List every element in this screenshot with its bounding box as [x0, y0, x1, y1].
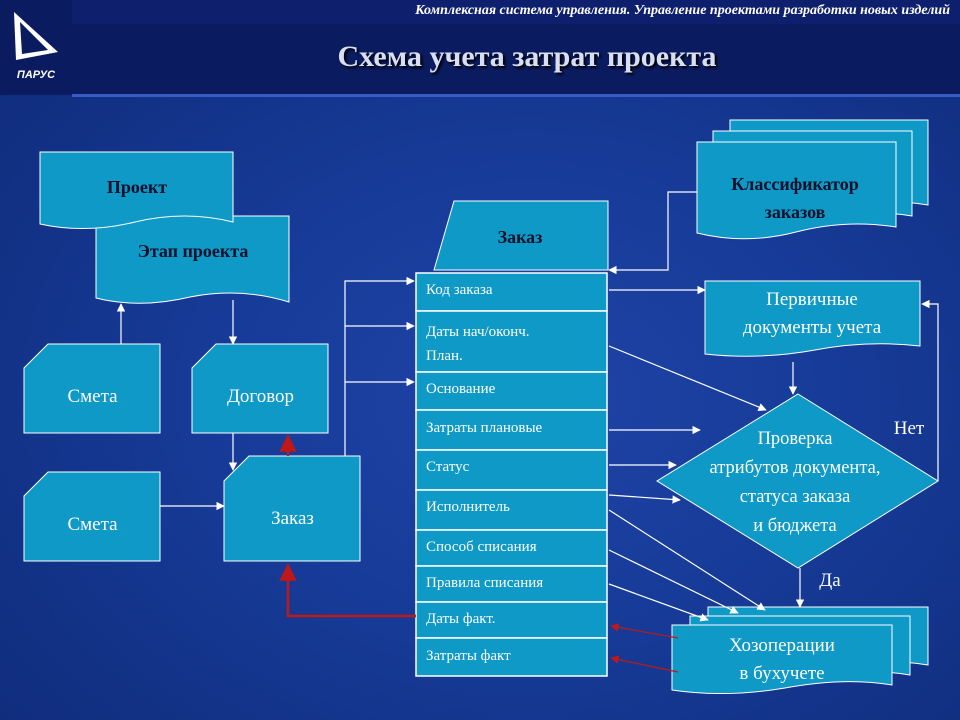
order-row-4-label: Затраты плановые	[426, 420, 543, 436]
operations-shape	[671, 624, 893, 695]
project-label: Проект	[106, 177, 168, 197]
logo: ПАРУС	[0, 0, 72, 95]
arrow-rules-to-operations	[608, 583, 709, 622]
classifier-shape	[696, 141, 897, 240]
arrow-performer-to-check	[608, 494, 681, 504]
order-row-7-label: Способ списания	[426, 539, 537, 555]
check-line-3: статуса заказа	[739, 487, 851, 507]
arrow-dates-to-check	[608, 345, 767, 412]
estimate-2-label: Смета	[67, 514, 118, 535]
classifier-label-line-1: Классификатор	[731, 174, 859, 194]
contract-label: Договор	[226, 386, 295, 407]
header-subtitle: Комплексная система управления. Управлен…	[415, 3, 950, 18]
order-row-3-box	[415, 371, 608, 411]
order-row-2-box	[415, 310, 608, 373]
order-row-8-box	[415, 565, 608, 603]
order-row-5-label: Статус	[426, 459, 470, 475]
order-small-shape	[223, 455, 361, 562]
order-row-10-box	[415, 637, 608, 677]
operations-line-1: Хозоперации	[729, 635, 835, 656]
logo-text: ПАРУС	[17, 69, 56, 81]
project-shape	[39, 151, 234, 229]
red-arrow-dates-fact-to-order	[279, 563, 416, 618]
order-header-label: Заказ	[497, 227, 543, 247]
page-title: Схема учета затрат проекта	[337, 40, 717, 73]
estimate-1-shape	[23, 343, 161, 434]
order-row-1-box	[415, 272, 608, 312]
order-row-2-line-2: План.	[426, 348, 463, 364]
order-table	[415, 272, 608, 677]
operations-line-2: в бухучете	[739, 663, 825, 684]
arrow-check-no-to-primary	[921, 299, 939, 481]
order-row-9-box	[415, 601, 608, 639]
estimate-2-shape	[23, 471, 161, 562]
check-label: Проверка атрибутов документа, статуса за…	[670, 425, 920, 541]
primary-docs-shape	[704, 280, 921, 357]
operations-label: Хозоперации в бухучете	[682, 632, 882, 688]
classifier-label-line-2: заказов	[764, 202, 826, 222]
check-diamond	[656, 393, 939, 569]
arrow-classifier-to-table	[608, 191, 697, 275]
arrow-exec-to-operations	[608, 509, 766, 611]
order-row-3-label: Основание	[426, 381, 496, 397]
order-small-label: Заказ	[271, 508, 314, 529]
order-row-9-label: Даты факт.	[426, 611, 496, 627]
estimate-1-label: Смета	[67, 386, 118, 407]
order-row-6-label: Исполнитель	[426, 499, 510, 515]
project-stage-label: Этап проекта	[137, 241, 249, 261]
order-row-2-label: Даты нач/оконч. План.	[426, 320, 530, 368]
primary-docs-line-2: документы учета	[742, 317, 882, 338]
sail-logo-icon: ПАРУС	[14, 12, 58, 81]
order-row-5-box	[415, 449, 608, 491]
order-row-2-line-1: Даты нач/оконч.	[426, 324, 530, 340]
yes-label: Да	[819, 570, 841, 591]
order-row-6-box	[415, 489, 608, 531]
red-arrow-ops-to-dates-fact	[610, 623, 679, 639]
order-row-7-box	[415, 529, 608, 567]
red-arrow-ops-to-costs-fact	[610, 655, 679, 673]
order-header-shape	[433, 200, 609, 271]
order-row-8-label: Правила списания	[426, 575, 544, 591]
order-row-1-label: Код заказа	[426, 282, 493, 298]
primary-docs-label: Первичные документы учета	[712, 286, 912, 342]
arrow-order-to-row-code	[344, 276, 415, 456]
classifier-label: Классификатор заказов	[700, 170, 890, 226]
primary-docs-line-1: Первичные	[766, 289, 858, 310]
order-row-4-box	[415, 409, 608, 451]
project-stage-shape	[95, 215, 290, 304]
title-band	[72, 24, 960, 97]
check-line-1: Проверка	[757, 429, 833, 449]
order-row-10-label: Затраты факт	[426, 648, 511, 664]
check-line-2: атрибутов документа,	[709, 458, 881, 478]
contract-shape	[191, 343, 329, 434]
check-line-4: и бюджета	[753, 516, 837, 536]
arrow-method-to-operations	[608, 549, 739, 614]
no-label: Нет	[893, 418, 925, 439]
